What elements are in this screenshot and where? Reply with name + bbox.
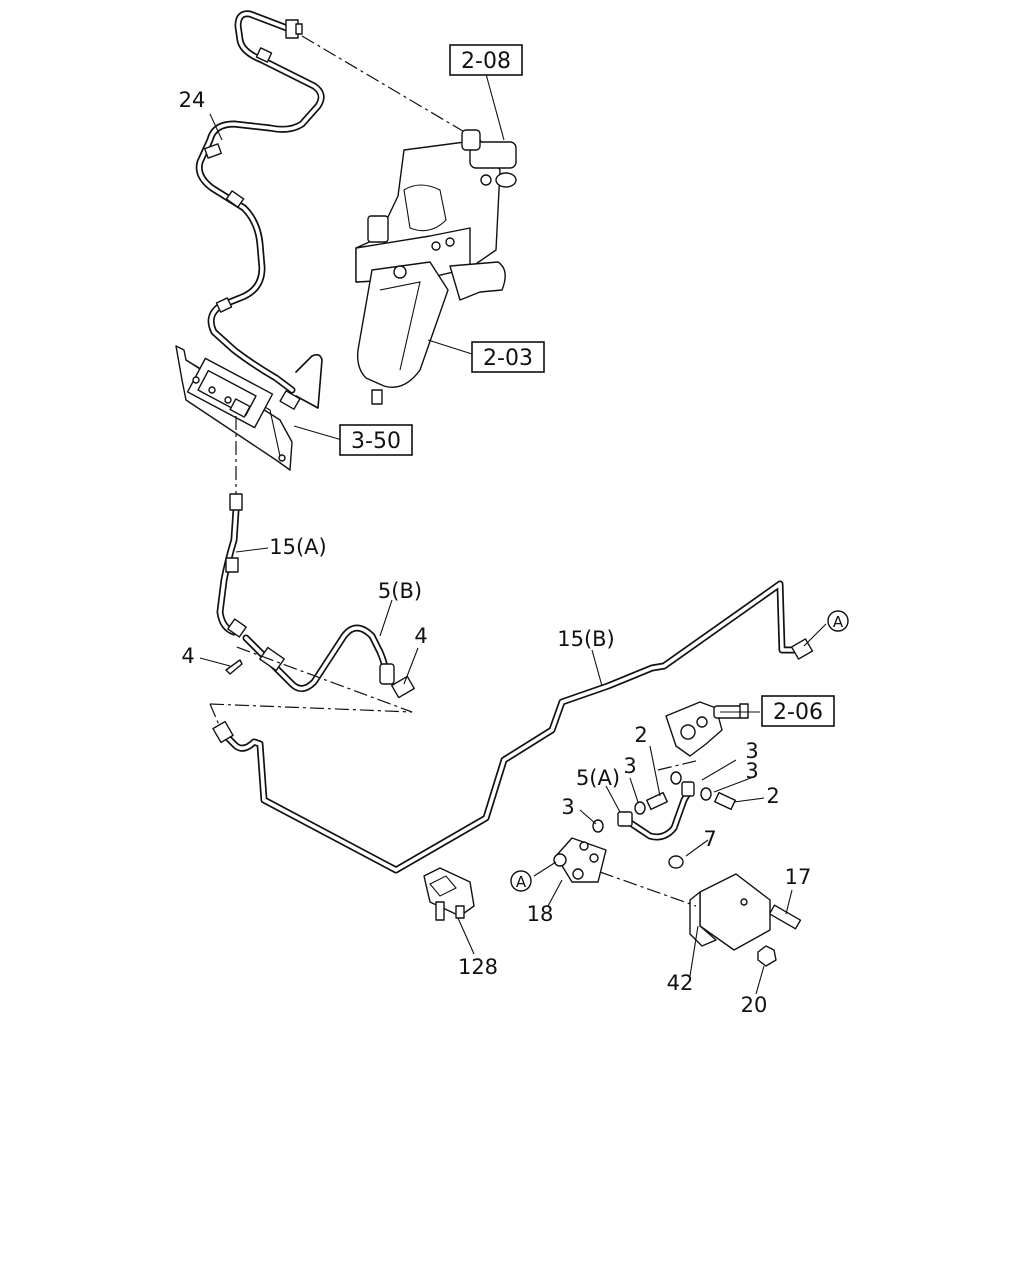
label-3-right-top: 3 [745, 739, 758, 763]
label-4-right: 4 [414, 624, 427, 648]
clamp-128 [423, 867, 475, 921]
connector-marker-a-left: A [510, 870, 532, 892]
label-5b: 5(B) [378, 579, 422, 603]
ref-2-03-text: 2-03 [483, 346, 533, 371]
connector-a-left-text: A [516, 873, 527, 891]
pipe-15a [216, 493, 247, 638]
label-5a: 5(A) [576, 766, 620, 790]
label-3-left: 3 [561, 795, 574, 819]
ref-box-2-06[interactable]: 2-06 [761, 695, 835, 727]
connector-a-right-text: A [833, 613, 844, 631]
hose-5a [617, 781, 695, 841]
label-24: 24 [179, 88, 206, 112]
ref-box-2-08[interactable]: 2-08 [449, 44, 523, 76]
label-15a: 15(A) [269, 535, 326, 559]
ref-box-3-50[interactable]: 3-50 [339, 424, 413, 456]
label-20: 20 [741, 993, 768, 1017]
label-2-right: 2 [766, 784, 779, 808]
clutch-pedal-assembly [355, 129, 517, 405]
label-128: 128 [458, 955, 498, 979]
label-3-top: 3 [623, 754, 636, 778]
label-17: 17 [785, 865, 812, 889]
ref-3-50-text: 3-50 [351, 429, 401, 454]
leader-18-to-42 [599, 871, 697, 907]
label-42: 42 [667, 971, 694, 995]
leader-clip-triangle [209, 645, 413, 713]
fasteners [592, 771, 802, 967]
leader-lines [199, 73, 827, 995]
pipe-15b [212, 580, 814, 874]
label-2-top: 2 [634, 723, 647, 747]
bracket-42 [689, 873, 771, 951]
bracket-panel [175, 345, 293, 471]
ref-2-06-text: 2-06 [773, 700, 823, 725]
bracket-18 [553, 837, 607, 883]
pipe-24 [195, 10, 325, 410]
label-4-left: 4 [181, 644, 194, 668]
ref-2-08-text: 2-08 [461, 49, 511, 74]
connector-marker-a-right: A [827, 610, 849, 632]
label-3-right: 3 [745, 759, 758, 783]
ref-box-2-03[interactable]: 2-03 [471, 341, 545, 373]
label-7: 7 [703, 827, 716, 851]
label-18: 18 [527, 902, 554, 926]
leader-washer [657, 759, 701, 771]
slave-cylinder [665, 701, 749, 757]
clip-4-left [225, 659, 243, 675]
part-labels: 24 15(A) 5(B) 4 4 15(B) 2 3 3 3 2 5(A) 3… [179, 88, 812, 1017]
hose-5b [242, 624, 415, 699]
label-15b: 15(B) [557, 627, 615, 651]
leader-24-to-2-08 [301, 35, 479, 141]
